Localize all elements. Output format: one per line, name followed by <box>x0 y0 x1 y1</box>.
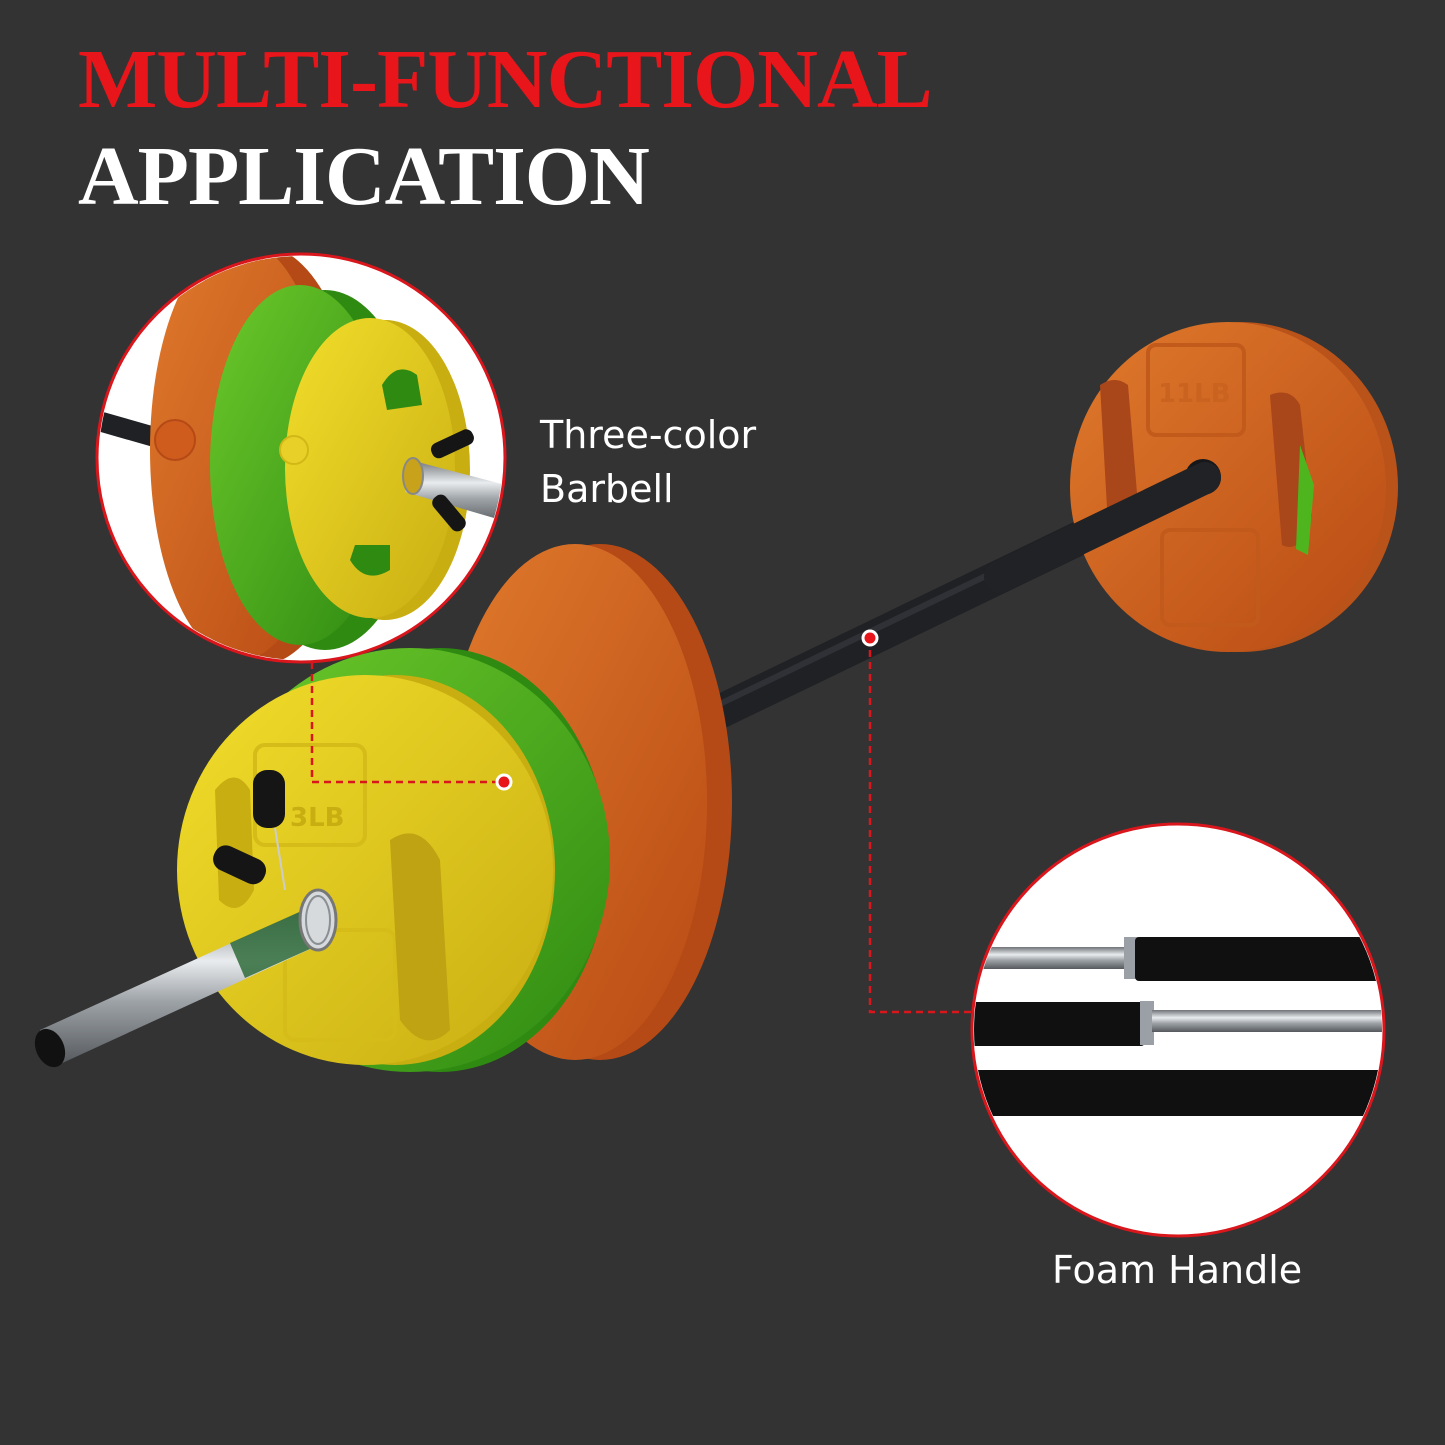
callout-three-color-line2: Barbell <box>540 467 674 511</box>
barbell-sleeve <box>34 888 338 1068</box>
callout-foam-handle-text: Foam Handle <box>1052 1248 1303 1292</box>
callout-dot-foam-handle <box>861 629 879 647</box>
callout-label-foam-handle: Foam Handle <box>1052 1243 1302 1297</box>
plate-weight-11lb: 11LB <box>1158 379 1231 409</box>
plate-weight-3lb: 3LB <box>290 803 344 833</box>
callout-circle-three-color <box>95 252 507 664</box>
right-orange-plate: 11LB <box>1070 322 1398 652</box>
headline-multi-functional: MULTI-FUNCTIONAL <box>78 33 933 126</box>
spring-collar-clip <box>213 770 286 891</box>
callout-circle-foam-handle <box>970 822 1386 1238</box>
left-plate-stack: 3LB <box>177 544 732 1072</box>
callout-label-three-color: Three-color Barbell <box>540 408 756 516</box>
connector-three-color <box>310 662 513 791</box>
connector-foam-handle <box>861 629 972 1014</box>
callout-three-color-line1: Three-color <box>540 413 757 457</box>
headline-application: APPLICATION <box>78 130 650 223</box>
callout-dot-three-color <box>495 773 513 791</box>
